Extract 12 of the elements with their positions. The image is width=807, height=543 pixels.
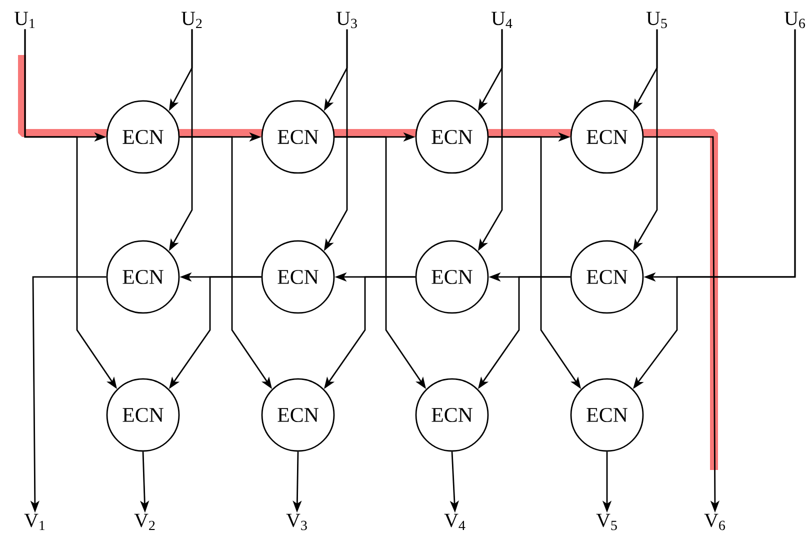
signal-label: V$_{6}$: [704, 514, 726, 530]
signal-label: U$_{6}$: [784, 12, 806, 28]
signal-label: U$_{1}$: [14, 12, 35, 28]
signal-label: V$_{3}$: [286, 514, 307, 530]
signal-label: U$_{4}$: [492, 12, 512, 28]
signal-label: V$_{2}$: [134, 514, 155, 530]
signal-label: V$_{1}$: [24, 514, 45, 530]
signal-label: U$_{2}$: [182, 12, 202, 28]
signal-label: U$_{3}$: [336, 12, 357, 28]
signal-label: V$_{5}$: [596, 514, 617, 530]
signal-label: V$_{4}$: [444, 514, 466, 530]
signal-label: U$_{5}$: [646, 12, 667, 28]
